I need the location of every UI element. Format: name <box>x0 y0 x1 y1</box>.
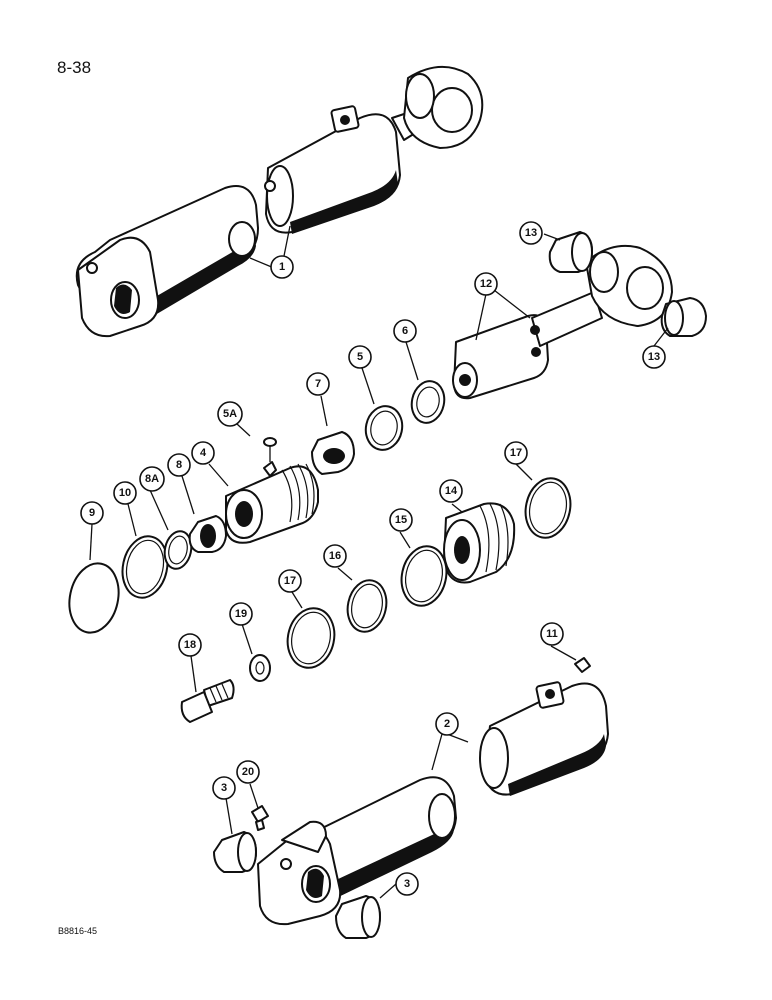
wear-ring-17-upper <box>524 477 572 539</box>
bushing-3-right <box>335 895 381 939</box>
callout-3-left: 3 <box>212 776 236 800</box>
grease-fitting-11 <box>574 657 591 673</box>
svg-text:11: 11 <box>546 628 558 640</box>
svg-text:14: 14 <box>445 485 458 497</box>
grease-fitting-20 <box>251 805 269 831</box>
callout-13-lower: 13 <box>642 345 666 369</box>
svg-text:15: 15 <box>395 514 407 526</box>
svg-text:12: 12 <box>480 278 492 290</box>
callout-2: 2 <box>435 712 459 736</box>
callout-1: 1 <box>270 255 294 279</box>
callout-14: 14 <box>439 479 463 503</box>
wiper-ring-8a <box>163 530 193 570</box>
cylinder-tube-bottom-front <box>479 681 609 796</box>
seal-15 <box>400 545 448 607</box>
svg-text:3: 3 <box>221 782 227 794</box>
bushing-3-left <box>213 831 257 873</box>
figure-code: B8816-45 <box>58 926 98 936</box>
svg-text:17: 17 <box>284 575 296 587</box>
cylinder-assembly-top <box>75 65 484 338</box>
callout-13-upper: 13 <box>519 221 543 245</box>
set-screw-5a <box>263 437 277 462</box>
callout-11: 11 <box>540 622 564 646</box>
cylinder-tube-bottom-rear <box>257 776 457 926</box>
svg-text:6: 6 <box>402 325 408 337</box>
ring-16 <box>346 579 388 633</box>
backup-ring-10 <box>121 535 169 599</box>
callout-9: 9 <box>80 501 104 525</box>
svg-text:5: 5 <box>357 351 363 363</box>
callout-leaders <box>89 225 669 899</box>
gland-4 <box>225 461 319 544</box>
callout-17-lower: 17 <box>278 569 302 593</box>
svg-text:13: 13 <box>648 351 660 363</box>
callout-20: 20 <box>236 760 260 784</box>
seal-8 <box>188 515 227 553</box>
callout-16: 16 <box>323 544 347 568</box>
page-number: 8-38 <box>57 58 92 77</box>
callout-18: 18 <box>178 633 202 657</box>
piston-14 <box>443 502 516 584</box>
svg-text:8A: 8A <box>145 473 159 485</box>
svg-text:7: 7 <box>315 378 321 390</box>
bolt-18 <box>180 679 235 723</box>
piston-rod-assembly <box>452 244 673 400</box>
callout-5: 5 <box>348 345 372 369</box>
svg-text:4: 4 <box>200 447 207 459</box>
svg-text:19: 19 <box>235 608 247 620</box>
ring-5 <box>364 405 404 451</box>
svg-text:20: 20 <box>242 766 254 778</box>
svg-text:5A: 5A <box>223 408 237 420</box>
wear-ring-17-lower <box>286 607 336 669</box>
cylinder-tube-front <box>264 65 484 234</box>
washer-19 <box>249 654 271 682</box>
svg-text:13: 13 <box>525 227 537 239</box>
svg-text:1: 1 <box>279 261 285 273</box>
callout-3-right: 3 <box>395 872 419 896</box>
svg-text:3: 3 <box>404 878 410 890</box>
cylinder-tube-rear <box>75 185 259 338</box>
callout-6: 6 <box>393 319 417 343</box>
callout-12: 12 <box>474 272 498 296</box>
svg-text:9: 9 <box>89 507 95 519</box>
svg-text:10: 10 <box>119 487 131 499</box>
callout-10: 10 <box>113 481 137 505</box>
callout-19: 19 <box>229 602 253 626</box>
bushing-upper-right <box>660 297 707 337</box>
svg-text:8: 8 <box>176 459 182 471</box>
callout-8: 8 <box>167 453 191 477</box>
seal-7 <box>311 431 355 475</box>
svg-text:16: 16 <box>329 550 341 562</box>
svg-text:2: 2 <box>444 718 450 730</box>
o-ring-9 <box>68 562 120 634</box>
callout-17-upper: 17 <box>504 441 528 465</box>
svg-text:17: 17 <box>510 447 522 459</box>
svg-text:18: 18 <box>184 639 196 651</box>
ring-6 <box>410 380 446 424</box>
callout-4: 4 <box>191 441 215 465</box>
bushing-upper-left <box>548 231 593 273</box>
callout-15: 15 <box>389 508 413 532</box>
callout-8a: 8A <box>139 466 165 492</box>
callout-7: 7 <box>306 372 330 396</box>
callout-5a: 5A <box>217 401 243 427</box>
